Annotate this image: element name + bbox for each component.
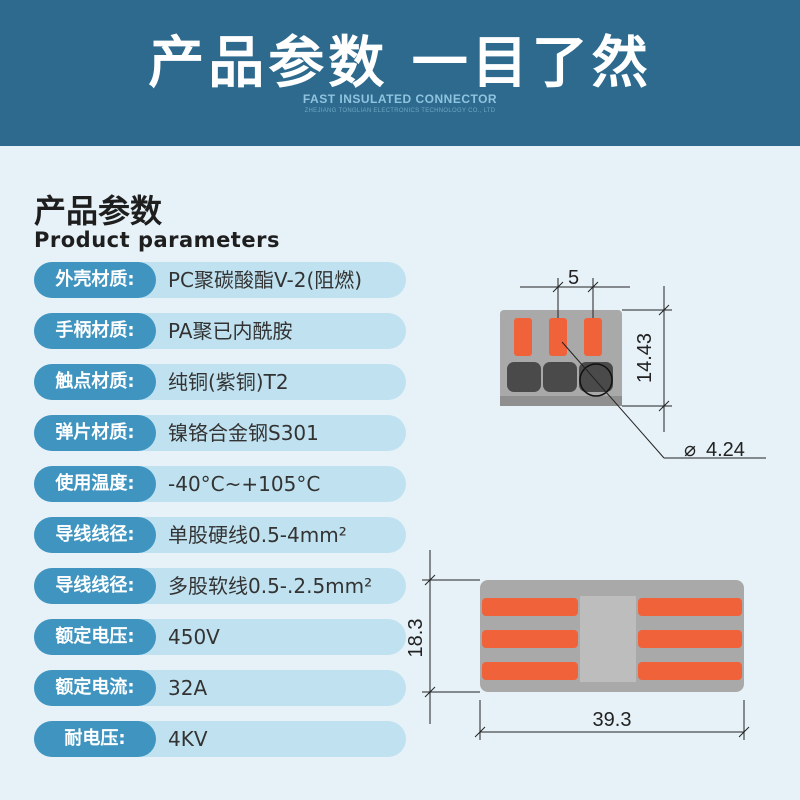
- param-label: 耐电压:: [34, 721, 156, 757]
- param-value: 4KV: [168, 727, 208, 751]
- lever-right-3: [638, 662, 742, 680]
- section-title-en: Product parameters: [34, 228, 280, 252]
- connector-front-base: [500, 396, 622, 406]
- param-row-stranded-wire: 导线线径: 多股软线0.5-.2.5mm²: [34, 568, 406, 604]
- lever-1: [514, 318, 532, 356]
- connector-top-view: [480, 580, 744, 692]
- param-value: 纯铜(紫铜)T2: [168, 370, 289, 394]
- param-row-lever: 手柄材质: PA聚已内酰胺: [34, 313, 406, 349]
- lever-left-2: [482, 630, 578, 648]
- header-title: 产品参数 一目了然: [148, 31, 652, 96]
- param-label: 外壳材质:: [34, 262, 156, 298]
- param-row-housing: 外壳材质: PC聚碳酸酯V-2(阻燃): [34, 262, 406, 298]
- diameter-label: 4.24: [706, 439, 745, 461]
- param-label: 使用温度:: [34, 466, 156, 502]
- param-row-temperature: 使用温度: -40°C~+105°C: [34, 466, 406, 502]
- param-row-voltage: 额定电压: 450V: [34, 619, 406, 655]
- param-value: -40°C~+105°C: [168, 472, 321, 496]
- param-row-solid-wire: 导线线径: 单股硬线0.5-4mm²: [34, 517, 406, 553]
- param-value: 32A: [168, 676, 208, 700]
- header-subtitle: FAST INSULATED CONNECTOR: [302, 92, 498, 106]
- lever-left-3: [482, 662, 578, 680]
- param-label: 导线线径:: [34, 517, 156, 553]
- lever-right-1: [638, 598, 742, 616]
- lever-2: [549, 318, 567, 356]
- top-width-dimension: [474, 700, 750, 740]
- param-label: 额定电流:: [34, 670, 156, 706]
- connector-front-view: [500, 310, 622, 406]
- param-label: 弹片材质:: [34, 415, 156, 451]
- hole-diameter-circle: [579, 363, 613, 397]
- param-value: 450V: [168, 625, 220, 649]
- front-height-dimension: [622, 286, 672, 432]
- param-value: 多股软线0.5-.2.5mm²: [168, 574, 373, 598]
- top-height-dimension: [422, 550, 480, 724]
- lever-right-2: [638, 630, 742, 648]
- param-value: 镍铬合金钢S301: [168, 421, 319, 445]
- diameter-leader: [561, 341, 766, 459]
- param-row-spring: 弹片材质: 镍铬合金钢S301: [34, 415, 406, 451]
- param-row-withstand: 耐电压: 4KV: [34, 721, 406, 757]
- wire-hole-3: [579, 362, 613, 392]
- pitch-dimension: [520, 278, 630, 318]
- wire-hole-2: [543, 362, 577, 392]
- param-label: 手柄材质:: [34, 313, 156, 349]
- wire-hole-1: [507, 362, 541, 392]
- connector-center-ridge: [580, 596, 636, 682]
- param-value: PC聚碳酸酯V-2(阻燃): [168, 268, 363, 292]
- param-value: 单股硬线0.5-4mm²: [168, 523, 347, 547]
- lever-3: [584, 318, 602, 356]
- param-value: PA聚已内酰胺: [168, 319, 293, 343]
- top-width-label: 39.3: [593, 709, 632, 731]
- header-company: ZHEJIANG TONGLIAN ELECTRONICS TECHNOLOGY…: [304, 108, 496, 114]
- param-row-current: 额定电流: 32A: [34, 670, 406, 706]
- lever-left-1: [482, 598, 578, 616]
- front-height-label: 14.43: [634, 333, 656, 383]
- header-banner: 产品参数 一目了然 FAST INSULATED CONNECTOR ZHEJI…: [0, 0, 800, 146]
- param-label: 导线线径:: [34, 568, 156, 604]
- param-row-contact: 触点材质: 纯铜(紫铜)T2: [34, 364, 406, 400]
- section-title-cn: 产品参数: [34, 192, 163, 230]
- diameter-symbol: ⌀: [684, 439, 696, 461]
- param-label: 额定电压:: [34, 619, 156, 655]
- param-label: 触点材质:: [34, 364, 156, 400]
- pitch-label: 5: [568, 267, 579, 289]
- top-height-label: 18.3: [405, 619, 427, 658]
